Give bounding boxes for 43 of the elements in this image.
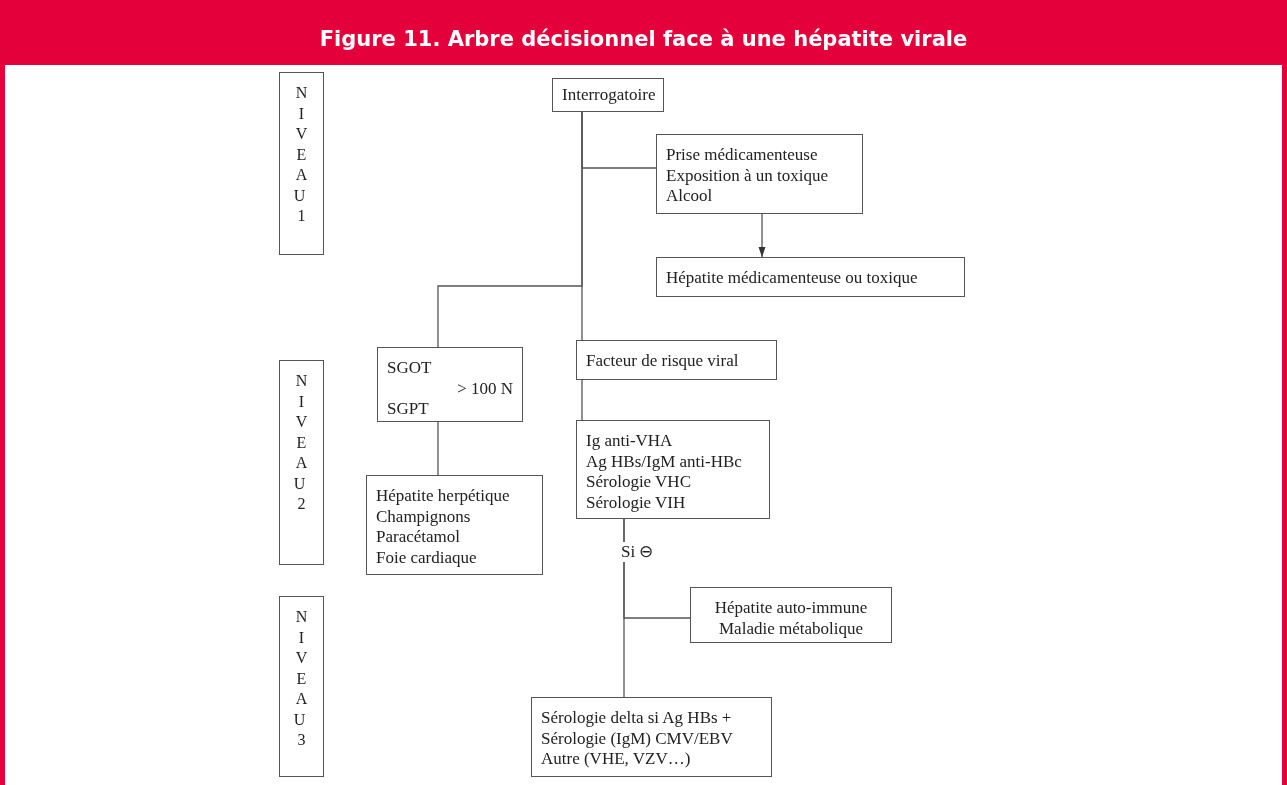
process-box xyxy=(366,475,543,575)
process-box xyxy=(690,587,892,643)
node-text: Interrogatoire xyxy=(562,85,657,106)
level-box xyxy=(279,596,324,777)
node-text: Foie cardiaque xyxy=(376,547,478,568)
process-box xyxy=(377,347,523,422)
process-box xyxy=(531,697,772,777)
process-box xyxy=(656,257,965,297)
node-text: Facteur de risque viral xyxy=(586,351,740,372)
node-text: Ig anti-VHA xyxy=(586,431,674,452)
node-text: Hépatite médicamenteuse ou toxique xyxy=(666,268,919,289)
node-text: SGOT xyxy=(387,358,433,379)
node-text: Alcool xyxy=(666,186,714,207)
node-text: Hépatite auto-immune xyxy=(713,598,869,619)
connector-line xyxy=(581,379,583,421)
node-text: SGPT xyxy=(387,399,430,420)
level-label: NIVEAU 1 xyxy=(293,83,309,226)
level-label: NIVEAU 3 xyxy=(293,607,309,750)
node-text: Sérologie VIH xyxy=(586,492,687,513)
process-box xyxy=(576,420,770,519)
connector-line xyxy=(581,111,583,341)
node-text: Ag HBs/IgM anti-HBc xyxy=(586,451,743,472)
node-text: Hépatite herpétique xyxy=(376,486,511,507)
node-text: Sérologie (IgM) CMV/EBV xyxy=(541,728,734,749)
node-text: Maladie métabolique xyxy=(718,618,864,639)
node-text: Exposition à un toxique xyxy=(666,165,829,186)
level-box xyxy=(279,360,324,565)
level-label: NIVEAU 2 xyxy=(293,371,309,514)
level-box xyxy=(279,72,324,255)
connector-line xyxy=(437,421,439,476)
node-text: Paracétamol xyxy=(376,527,461,548)
node-text: Sérologie VHC xyxy=(586,472,692,493)
process-box xyxy=(576,340,777,380)
process-box xyxy=(552,78,664,112)
node-text: Champignons xyxy=(376,506,472,527)
node-text: Sérologie delta si Ag HBs + xyxy=(541,708,733,729)
node-text: Prise médicamenteuse xyxy=(666,145,819,166)
node-text: > 100 N xyxy=(456,378,513,399)
figure-title: Figure 11. Arbre décisionnel face à une hépatite virale xyxy=(318,26,969,53)
node-text: Autre (VHE, VZV…) xyxy=(541,749,692,770)
connector-line xyxy=(758,213,766,258)
process-box xyxy=(656,134,863,214)
connector-line xyxy=(623,518,625,698)
